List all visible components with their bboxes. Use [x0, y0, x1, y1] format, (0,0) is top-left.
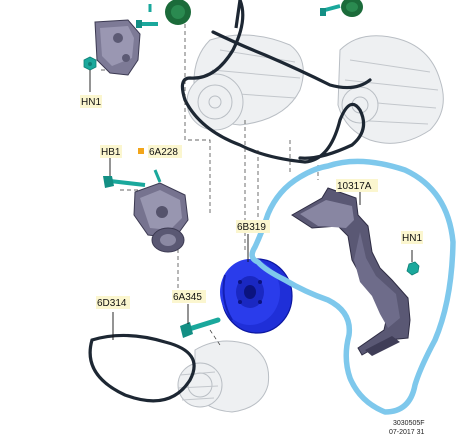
callout-6a345-text: 6A345	[173, 292, 202, 303]
bracket-10317a	[291, 187, 411, 356]
callout-hn1-right-text: HN1	[402, 233, 422, 244]
callout-6b319: 6B319	[236, 220, 270, 233]
pulley-ghost-top	[186, 73, 244, 131]
bolt-icon-upper-right	[320, 4, 341, 16]
callout-hn1-top: HN1	[80, 95, 102, 108]
callout-6a228-text: 6A228	[149, 147, 178, 158]
callout-6d314-text: 6D314	[97, 298, 127, 309]
bolt-icon-tensioner-top	[153, 169, 162, 183]
callout-10317a: 10317A	[336, 179, 378, 192]
callout-6d314: 6D314	[96, 296, 130, 309]
figure-ref-date: 07-2017 31	[389, 429, 425, 436]
bolt-icon-hb1	[103, 176, 146, 188]
accessory-drive-belt	[180, 0, 372, 164]
belt-6d314	[88, 333, 196, 403]
callout-10317a-text: 10317A	[337, 181, 372, 192]
belt-tensioner-assembly	[133, 182, 189, 253]
alternator-ghost	[337, 35, 444, 144]
bolt-icon-upper-left	[136, 20, 158, 28]
crankshaft-damper-pulley	[220, 258, 293, 334]
upper-tensioner-pulley	[165, 0, 191, 25]
callout-hb1-text: HB1	[101, 147, 121, 158]
leader-lines	[89, 70, 361, 340]
nut-icon-hn1-top	[83, 56, 97, 71]
upper-tensioner-bracket	[94, 19, 141, 76]
callout-hn1-right: HN1	[401, 231, 423, 244]
callout-hn1-top-text: HN1	[81, 97, 101, 108]
callout-6b319-text: 6B319	[237, 222, 266, 233]
upper-right-pulley	[341, 0, 363, 17]
figure-ref-code: 3030505F	[393, 420, 425, 427]
bolt-icon-6a345	[180, 317, 221, 338]
callout-6a228: 6A228	[138, 145, 182, 158]
callout-hb1: HB1	[100, 145, 122, 158]
nut-icon-hn1-right	[406, 250, 420, 276]
water-pump-ghost	[177, 340, 270, 413]
callout-6a345: 6A345	[172, 290, 206, 303]
note-marker-icon	[138, 148, 144, 154]
